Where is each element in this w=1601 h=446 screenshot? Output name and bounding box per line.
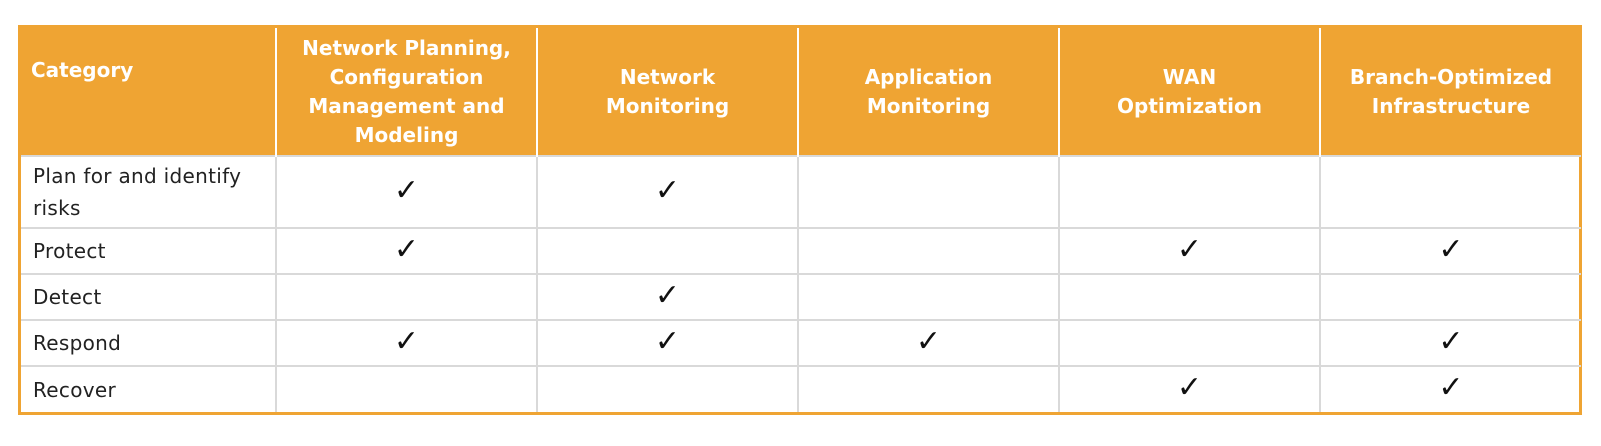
header-application-monitoring: Application Monitoring xyxy=(797,28,1059,156)
header-wan-optimization: WAN Optimization xyxy=(1058,28,1320,156)
table-cell: ✓ xyxy=(1058,227,1320,274)
checkmark-icon: ✓ xyxy=(1438,370,1464,405)
table-cell: ✓ xyxy=(1058,365,1320,412)
table-cell: ✓ xyxy=(536,319,798,366)
table-row: Respond ✓ ✓ ✓ ✓ xyxy=(21,319,1581,366)
table-row: Detect ✓ xyxy=(21,273,1581,320)
capability-matrix: Category Network Planning, Configuration… xyxy=(21,28,1581,412)
table-cell xyxy=(1058,155,1320,228)
header-line: Modeling xyxy=(354,122,459,147)
checkmark-icon: ✓ xyxy=(1438,231,1464,267)
table-cell xyxy=(797,155,1059,228)
row-label: Plan for and identify risks xyxy=(21,155,276,228)
header-line: Infrastructure xyxy=(1371,93,1531,118)
checkmark-icon: ✓ xyxy=(393,323,420,359)
header-network-planning: Network Planning, Configuration Manageme… xyxy=(275,28,537,156)
checkmark-icon: ✓ xyxy=(1176,370,1203,405)
table-cell: ✓ xyxy=(1319,319,1581,366)
header-line: Monitoring xyxy=(866,93,991,118)
table-cell xyxy=(1058,273,1320,320)
table-cell: ✓ xyxy=(275,319,537,366)
table-body: Plan for and identify risks✓✓Protect✓✓✓D… xyxy=(21,155,1581,412)
table-cell xyxy=(1058,319,1320,366)
row-label: Detect xyxy=(21,273,276,320)
checkmark-icon: ✓ xyxy=(393,172,420,208)
table-cell xyxy=(536,227,798,274)
header-category: Category xyxy=(21,28,276,156)
header-line: Network xyxy=(619,64,716,89)
checkmark-icon: ✓ xyxy=(915,323,942,359)
header-network-monitoring: Network Monitoring xyxy=(536,28,798,156)
table-row: Recover ✓ ✓ xyxy=(21,365,1581,412)
table-cell: ✓ xyxy=(275,227,537,274)
table-cell: ✓ xyxy=(275,155,537,228)
checkmark-icon: ✓ xyxy=(654,172,681,208)
table-cell xyxy=(797,273,1059,320)
table-cell xyxy=(797,227,1059,274)
table-row: Protect ✓ ✓ ✓ xyxy=(21,227,1581,274)
header-line: Management and xyxy=(308,93,505,118)
table-cell xyxy=(1319,273,1581,320)
header-line: Application xyxy=(864,64,993,89)
table-cell: ✓ xyxy=(1319,227,1581,274)
checkmark-icon: ✓ xyxy=(393,231,420,267)
header-line: Network Planning, xyxy=(302,35,511,60)
row-label: Respond xyxy=(21,319,276,366)
table-cell xyxy=(275,365,537,412)
header-branch-optimized-infrastructure: Branch-Optimized Infrastructure xyxy=(1319,28,1581,156)
table-cell xyxy=(1319,155,1581,228)
header-line: Configuration xyxy=(329,64,484,89)
table-cell: ✓ xyxy=(536,155,798,228)
capability-table: Category Network Planning, Configuration… xyxy=(18,25,1582,415)
checkmark-icon: ✓ xyxy=(654,277,681,313)
table-cell xyxy=(536,365,798,412)
header-line: Monitoring xyxy=(605,93,730,118)
header-line: Optimization xyxy=(1117,93,1262,118)
table-cell: ✓ xyxy=(536,273,798,320)
table-cell xyxy=(797,365,1059,412)
checkmark-icon: ✓ xyxy=(1176,231,1203,267)
row-label: Protect xyxy=(21,227,276,274)
checkmark-icon: ✓ xyxy=(1438,323,1464,359)
table-cell: ✓ xyxy=(1319,365,1581,412)
row-label: Recover xyxy=(21,365,276,412)
table-row: Plan for and identify risks ✓ ✓ xyxy=(21,155,1581,228)
header-line: WAN xyxy=(1162,64,1217,89)
table-cell: ✓ xyxy=(797,319,1059,366)
header-row: Category Network Planning, Configuration… xyxy=(21,28,1581,156)
checkmark-icon: ✓ xyxy=(654,323,681,359)
header-line: Branch-Optimized xyxy=(1349,64,1553,89)
table-cell xyxy=(275,273,537,320)
